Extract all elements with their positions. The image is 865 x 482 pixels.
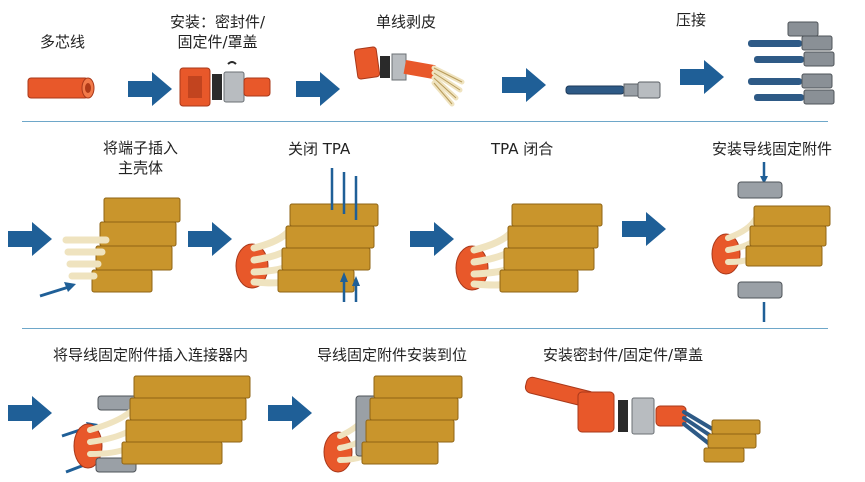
- step-label-8: 安装导线固定附件: [712, 140, 833, 158]
- process-arrow-icon: [410, 222, 454, 256]
- terminal-insert-housing-illustration: [39, 197, 181, 298]
- step-label-10: 导线固定附件安装到位: [317, 346, 468, 364]
- tpa-closed-illustration: [455, 203, 603, 293]
- step-label-6: 关闭 TPA: [288, 140, 351, 158]
- process-arrow-icon: [8, 222, 52, 256]
- step-label-5: 将端子插入 主壳体: [103, 139, 179, 177]
- step-label-2: 安装：密封件/ 固定件/罩盖: [170, 13, 266, 51]
- process-arrow-icon: [680, 60, 724, 94]
- process-arrow-icon: [268, 396, 312, 430]
- process-arrow-icon: [622, 212, 666, 246]
- wire-stripping-illustration: [353, 46, 465, 107]
- process-arrow-icon: [502, 68, 546, 102]
- row-divider-2: [22, 328, 828, 329]
- seal-retainer-cover-illustration: [179, 61, 271, 107]
- close-tpa-illustration: [235, 168, 379, 302]
- final-seal-retainer-cover-illustration: [524, 376, 761, 463]
- wire-retainer-install-illustration: [711, 162, 831, 322]
- process-arrow-icon: [188, 222, 232, 256]
- process-arrow-icon: [8, 396, 52, 430]
- step-label-11: 安装密封件/固定件/罩盖: [543, 346, 704, 364]
- step-label-9: 将导线固定附件插入连接器内: [53, 346, 249, 364]
- step-label-7: TPA 闭合: [491, 140, 554, 158]
- step-label-4: 压接: [676, 11, 707, 29]
- step-label-3: 单线剥皮: [376, 13, 437, 31]
- row-divider-1: [22, 121, 828, 122]
- crimped-terminals-group-illustration: [748, 21, 835, 105]
- crimped-terminal-illustration: [565, 81, 661, 99]
- step-label-1: 多芯线: [40, 33, 86, 51]
- wire-retainer-seated-illustration: [323, 375, 463, 473]
- multicore-cable-illustration: [27, 77, 95, 99]
- process-arrow-icon: [128, 72, 172, 106]
- process-arrow-icon: [296, 72, 340, 106]
- insert-wire-retainer-illustration: [61, 375, 251, 474]
